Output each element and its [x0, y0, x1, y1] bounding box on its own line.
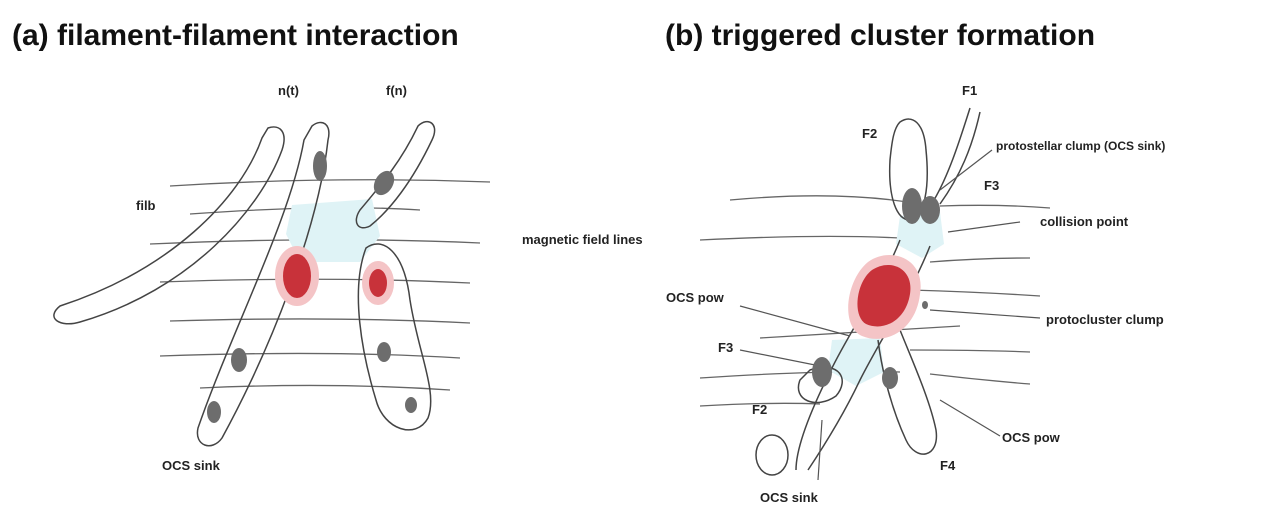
label-magnetic-field-lines: magnetic field lines	[522, 232, 643, 247]
label-f4: F4	[940, 458, 956, 473]
filament-f1-edge-2	[940, 112, 980, 204]
label-f2-top: F2	[862, 126, 877, 141]
label-f2-low: F2	[752, 402, 767, 417]
filament-f2-loop	[756, 435, 788, 475]
label-f-n: f(n)	[386, 83, 407, 98]
label-protostellar-clump: protostellar clump (OCS sink)	[996, 139, 1165, 153]
label-f1-top: F1	[962, 83, 977, 98]
label-f3-left: F3	[718, 340, 733, 355]
label-n-t: n(t)	[278, 83, 299, 98]
label-collision-point: collision point	[1040, 214, 1129, 229]
filament-b	[54, 127, 284, 324]
protocluster-clump-shape	[848, 255, 920, 339]
label-ocs-sink-a: OCS sink	[162, 458, 221, 473]
panel-a-title: (a) filament-filament interaction	[12, 19, 459, 52]
label-ocs-pow-right: OCS pow	[1002, 430, 1061, 445]
label-f3: F3	[984, 178, 999, 193]
label-protocluster-clump: protocluster clump	[1046, 312, 1164, 327]
label-ocs-sink-b: OCS sink	[760, 490, 819, 505]
panel-b-title: (b) triggered cluster formation	[665, 19, 1095, 52]
label-ocs-pow-left: OCS pow	[666, 290, 725, 305]
label-filb: filb	[136, 198, 156, 213]
filament-f4	[878, 330, 936, 454]
overlap-region-b-lower	[828, 338, 884, 386]
